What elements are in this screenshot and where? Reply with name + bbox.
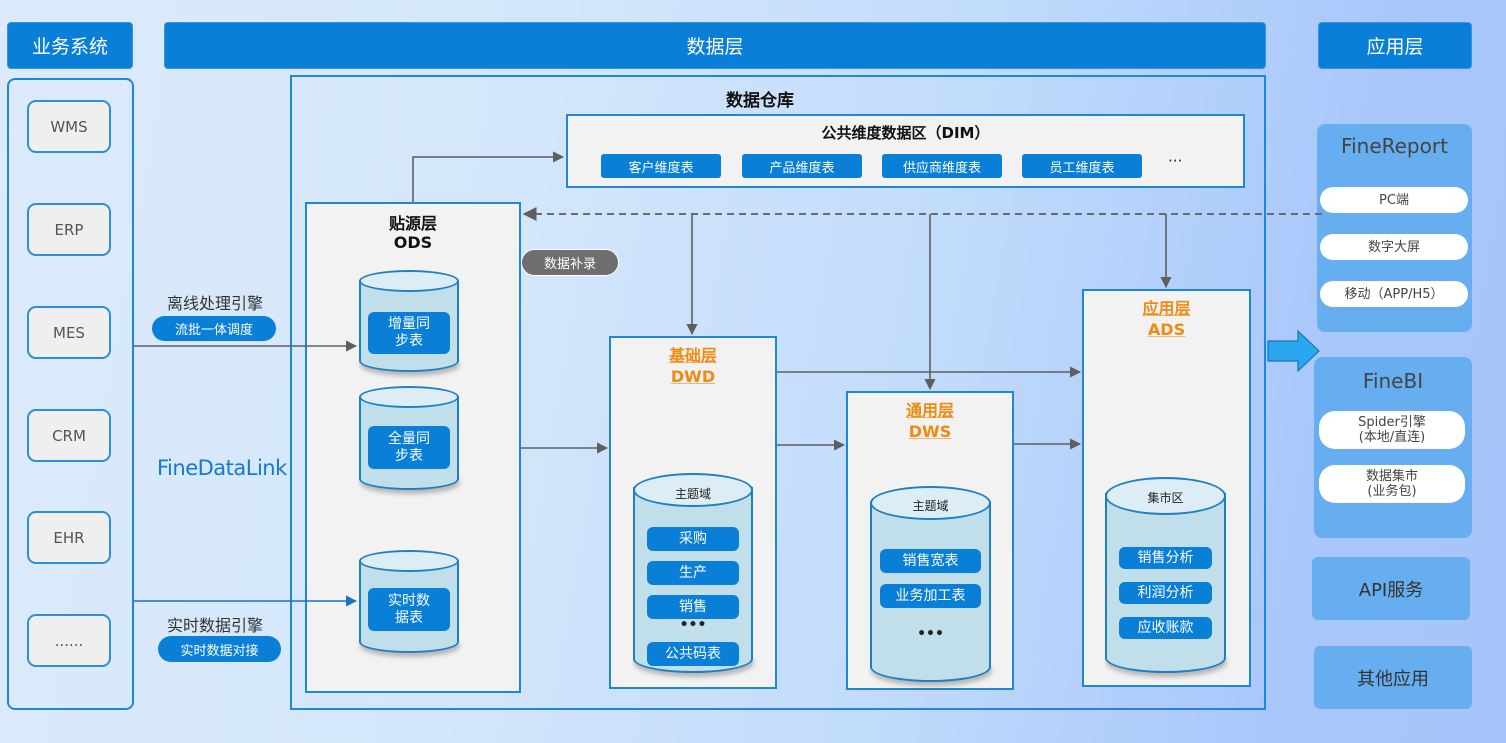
dwd-more: •••: [679, 617, 707, 633]
finebi-data-mart[interactable]: 数据集市(业务包): [1319, 465, 1465, 503]
app-layer-header: 应用层: [1318, 22, 1472, 69]
pill-line: 数据集市: [1365, 469, 1418, 484]
data-warehouse-frame: [290, 75, 1266, 710]
chip-line: 全量同: [388, 430, 430, 447]
finebi-title: FineBI: [1362, 369, 1424, 393]
ads-chip-sales-analysis[interactable]: 销售分析: [1119, 547, 1212, 569]
ods-title-cn: 贴源层: [388, 214, 437, 233]
finereport-mobile[interactable]: 移动（APP/H5）: [1320, 281, 1468, 307]
finereport-title: FineReport: [1341, 134, 1448, 158]
chip-line: 据表: [395, 609, 423, 626]
data-backfill-pill: 数据补录: [521, 249, 619, 276]
ads-chip-receivables[interactable]: 应收账款: [1119, 617, 1212, 639]
finebi-spider-engine[interactable]: Spider引擎(本地/直连): [1319, 411, 1465, 449]
dws-more: •••: [917, 626, 944, 642]
data-layer-header: 数据层: [164, 22, 1266, 69]
finebi-card[interactable]: FineBI Spider引擎(本地/直连) 数据集市(业务包): [1314, 357, 1472, 538]
dwd-subject-cylinder: 主题域 采购 生产 销售 ••• 公共码表: [633, 473, 753, 673]
chip-line: 增量同: [388, 316, 430, 332]
finereport-pc[interactable]: PC端: [1320, 187, 1468, 213]
dwd-chip-purchase[interactable]: 采购: [647, 527, 739, 551]
ods-title-en: ODS: [393, 233, 433, 252]
pill-line: Spider引擎: [1358, 415, 1426, 430]
ads-chip-profit-analysis[interactable]: 利润分析: [1119, 582, 1212, 604]
ods-full-chip[interactable]: 全量同步表: [368, 426, 450, 469]
dws-cylinder-label: 主题域: [912, 499, 949, 513]
system-mes[interactable]: MES: [27, 306, 111, 359]
dim-title: 公共维度数据区（DIM）: [821, 124, 990, 142]
system-erp[interactable]: ERP: [27, 203, 111, 256]
dwd-title-cn: 基础层: [668, 346, 717, 365]
dwd-chip-sales[interactable]: 销售: [647, 595, 739, 619]
system-crm[interactable]: CRM: [27, 409, 111, 462]
ods-realtime-cylinder: 实时数据表: [359, 550, 459, 653]
pill-line: (业务包): [1367, 484, 1417, 499]
chip-line: 步表: [395, 447, 423, 464]
finereport-big-screen[interactable]: 数字大屏: [1320, 234, 1468, 260]
ads-cylinder-label: 集市区: [1147, 491, 1184, 505]
dws-title-cn: 通用层: [905, 401, 954, 420]
dim-chip-customer[interactable]: 客户维度表: [601, 154, 721, 178]
dws-chip-business-processing[interactable]: 业务加工表: [880, 584, 981, 608]
system-wms[interactable]: WMS: [27, 100, 111, 153]
dwd-chip-common-code[interactable]: 公共码表: [647, 642, 739, 666]
data-warehouse-title: 数据仓库: [726, 91, 794, 111]
dim-chip-supplier[interactable]: 供应商维度表: [882, 154, 1002, 178]
ads-title-en: ADS: [1147, 320, 1186, 339]
realtime-engine-pill: 实时数据对接: [158, 636, 281, 662]
ads-title-cn: 应用层: [1142, 299, 1191, 318]
ods-incremental-chip[interactable]: 增量同步表: [368, 312, 450, 354]
chip-line: 步表: [395, 333, 423, 349]
offline-engine-pill: 流批一体调度: [152, 316, 276, 341]
dim-chip-product[interactable]: 产品维度表: [742, 154, 862, 178]
api-service[interactable]: API服务: [1312, 557, 1470, 620]
realtime-engine-title: 实时数据引擎: [166, 616, 263, 635]
ods-incremental-cylinder: 增量同步表: [359, 270, 459, 372]
other-apps[interactable]: 其他应用: [1314, 646, 1472, 709]
offline-engine-title: 离线处理引擎: [166, 294, 263, 313]
dwd-cylinder-label: 主题域: [674, 487, 711, 501]
dws-subject-cylinder: 主题域 销售宽表 业务加工表 •••: [870, 486, 991, 682]
output-big-arrow: [1267, 329, 1320, 373]
business-systems-panel: [7, 78, 134, 710]
ods-full-cylinder: 全量同步表: [359, 386, 459, 490]
business-systems-header: 业务系统: [7, 22, 133, 69]
dim-chip-employee[interactable]: 员工维度表: [1022, 154, 1142, 178]
chip-line: 实时数: [388, 592, 430, 609]
finereport-card[interactable]: FineReport PC端 数字大屏 移动（APP/H5）: [1317, 124, 1472, 332]
dwd-title-en: DWD: [670, 367, 716, 386]
pill-line: (本地/直连): [1358, 430, 1426, 445]
finedatalink-logo: FineDataLink: [157, 456, 287, 480]
dws-chip-sales-wide[interactable]: 销售宽表: [880, 549, 981, 573]
ods-realtime-chip[interactable]: 实时数据表: [368, 588, 450, 631]
dim-more: ···: [1168, 152, 1183, 170]
dim-area: 公共维度数据区（DIM） 客户维度表 产品维度表 供应商维度表 员工维度表 ··…: [566, 114, 1245, 188]
system-ehr[interactable]: EHR: [27, 511, 111, 564]
system-more[interactable]: ......: [27, 614, 111, 667]
ads-mart-cylinder: 集市区 销售分析 利润分析 应收账款: [1105, 477, 1226, 673]
dwd-chip-production[interactable]: 生产: [647, 561, 739, 585]
dws-title-en: DWS: [908, 422, 952, 441]
